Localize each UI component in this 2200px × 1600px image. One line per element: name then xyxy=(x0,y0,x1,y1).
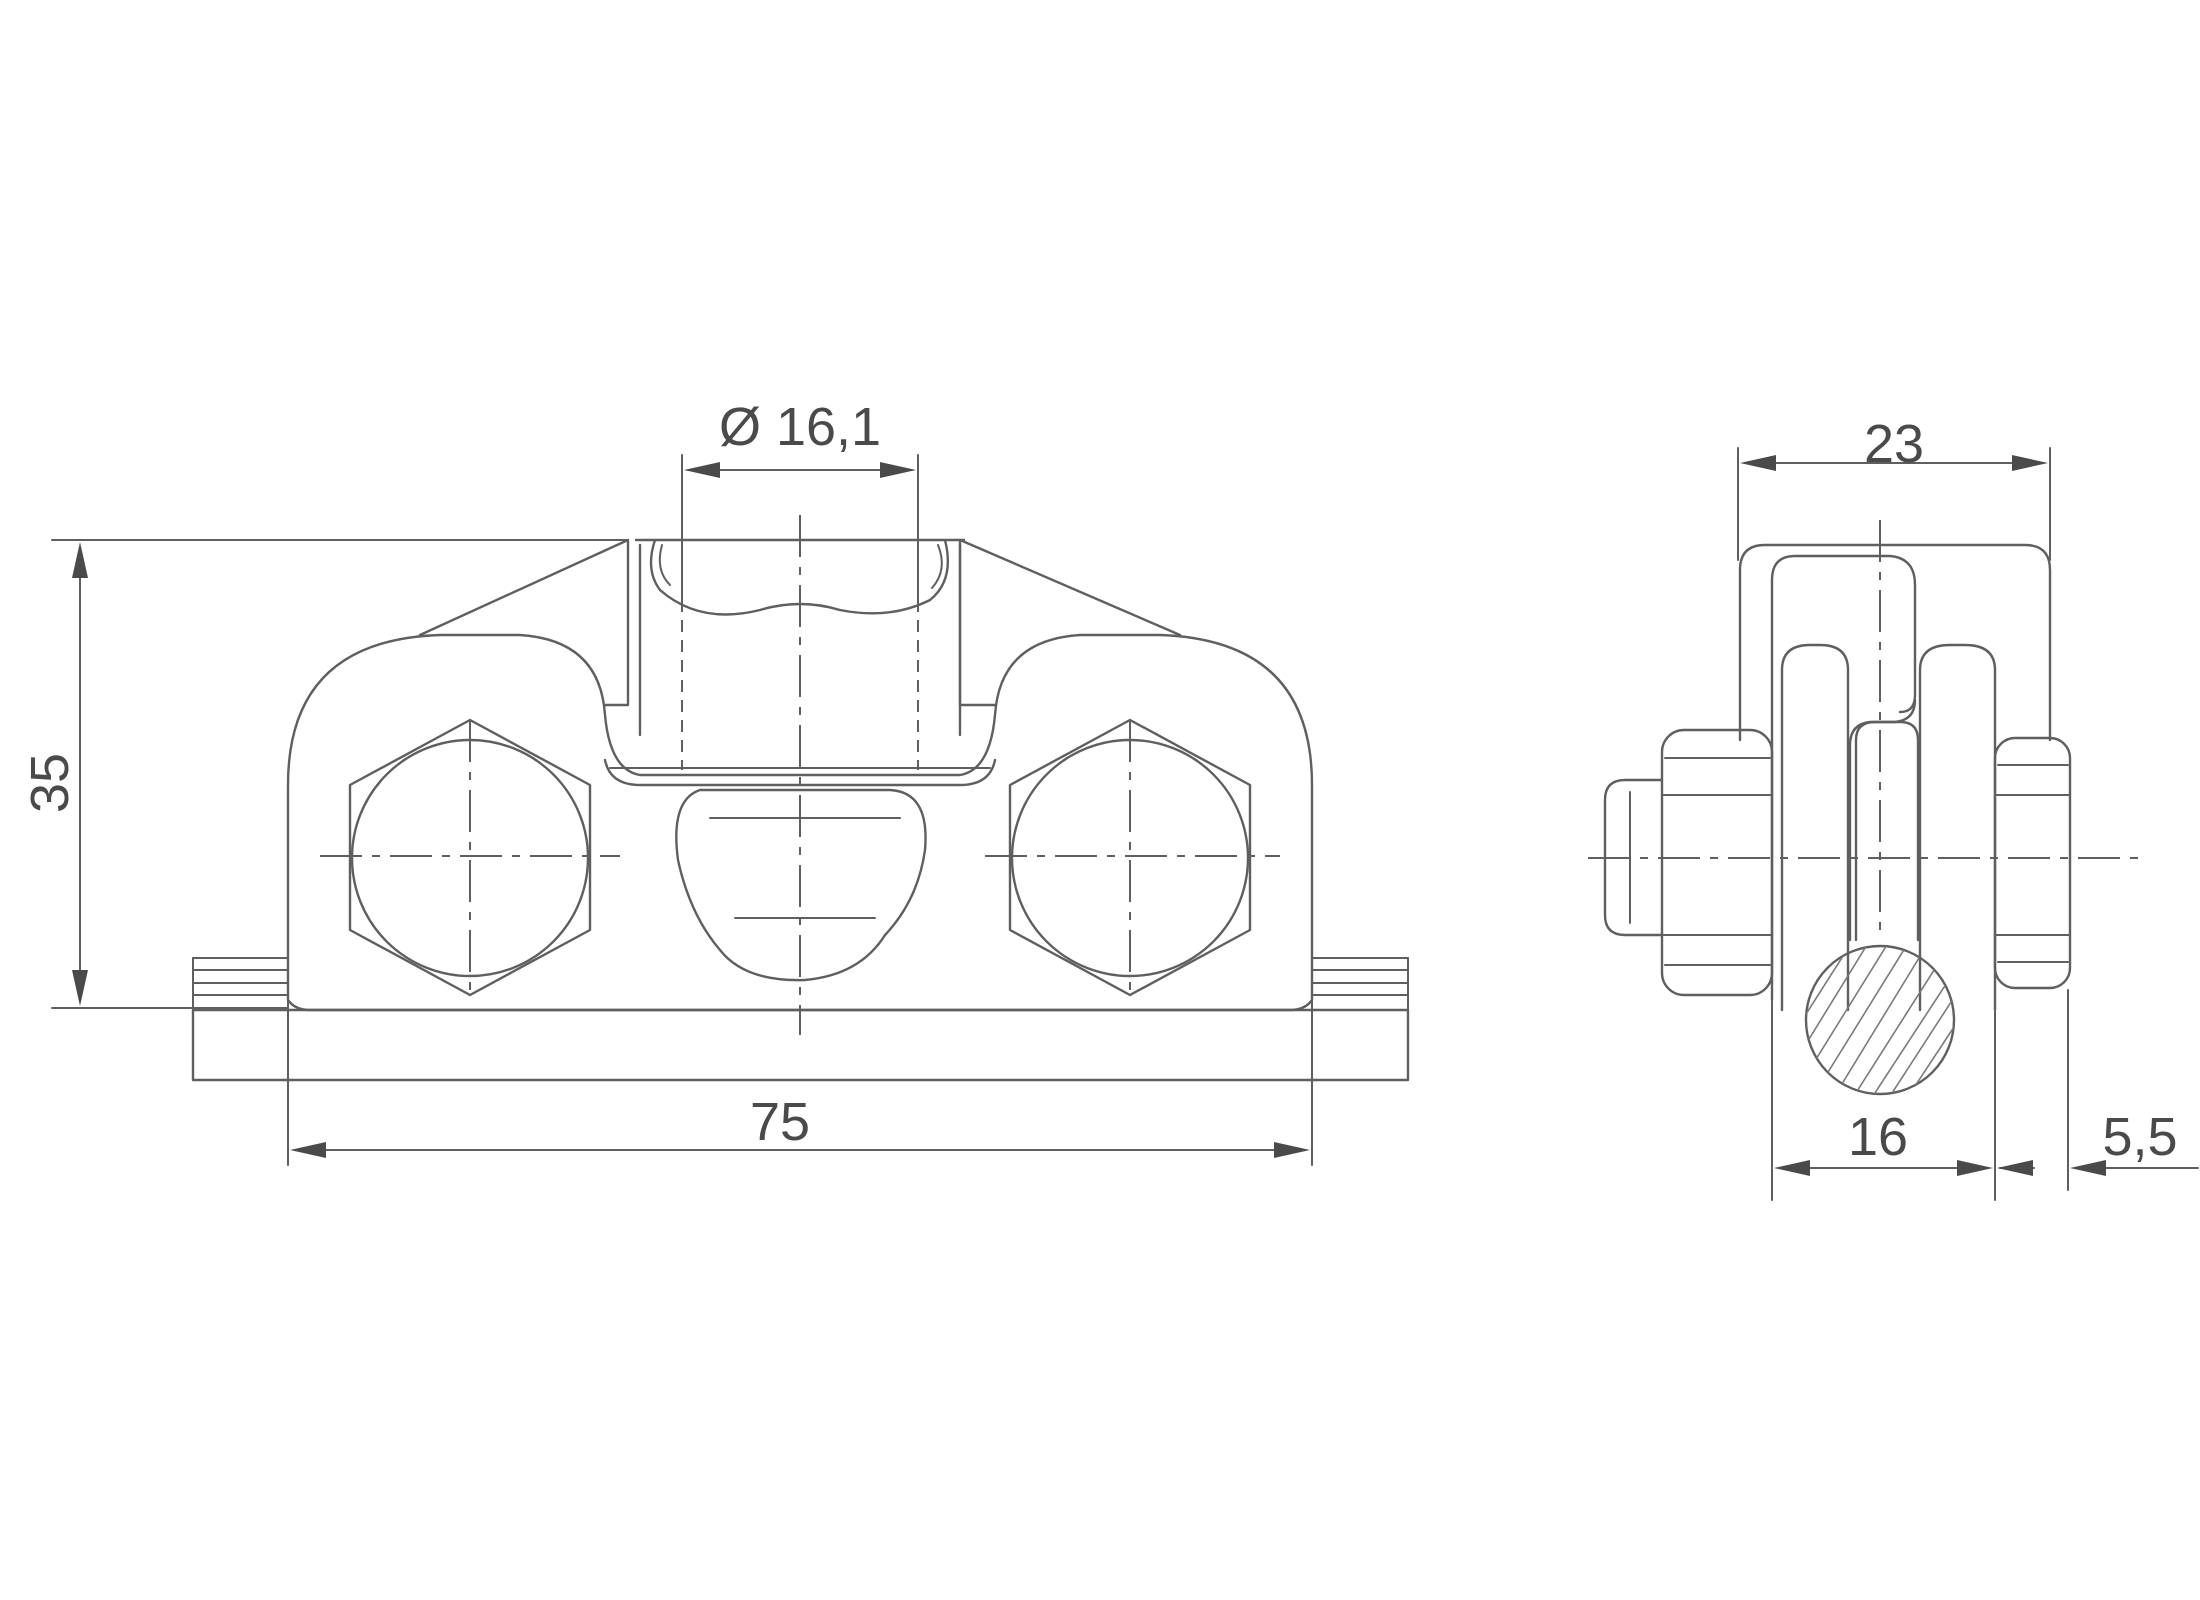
side-width-label: 23 xyxy=(1864,414,1924,474)
side-offset-dimension: 5,5 xyxy=(1997,989,2199,1191)
side-offset-label: 5,5 xyxy=(2102,1107,2177,1167)
side-base-dimension: 16 xyxy=(1771,999,1996,1201)
u-bolt-inner-right xyxy=(1848,698,1917,942)
height-dimension: 35 xyxy=(20,539,629,1009)
left-wedge xyxy=(418,538,630,707)
rail-section xyxy=(1804,944,1956,1096)
right-wedge xyxy=(958,538,1182,707)
front-centerlines xyxy=(320,515,1280,1035)
side-base-label: 16 xyxy=(1848,1107,1908,1167)
side-housing xyxy=(1738,543,2052,742)
width-dimension: 75 xyxy=(287,999,1313,1166)
left-nut xyxy=(1660,728,1774,997)
bore-label: Ø 16,1 xyxy=(719,397,881,457)
side-width-dimension: 23 xyxy=(1737,414,2051,561)
height-label: 35 xyxy=(20,753,80,813)
left-clamp-loop xyxy=(1780,643,1850,1012)
bore-dimension: Ø 16,1 xyxy=(681,397,919,601)
width-label: 75 xyxy=(750,1092,810,1152)
u-bolt-outer xyxy=(1770,554,1917,1002)
lower-slot xyxy=(675,788,927,982)
center-shank xyxy=(1854,720,1920,942)
clamp-body xyxy=(286,633,1314,1012)
side-view: 23 16 5,5 xyxy=(1588,414,2199,1201)
right-clamp-loop xyxy=(1918,643,1997,1012)
right-nut xyxy=(1993,736,2072,990)
front-view: 35 75 Ø 16,1 xyxy=(20,397,1410,1166)
